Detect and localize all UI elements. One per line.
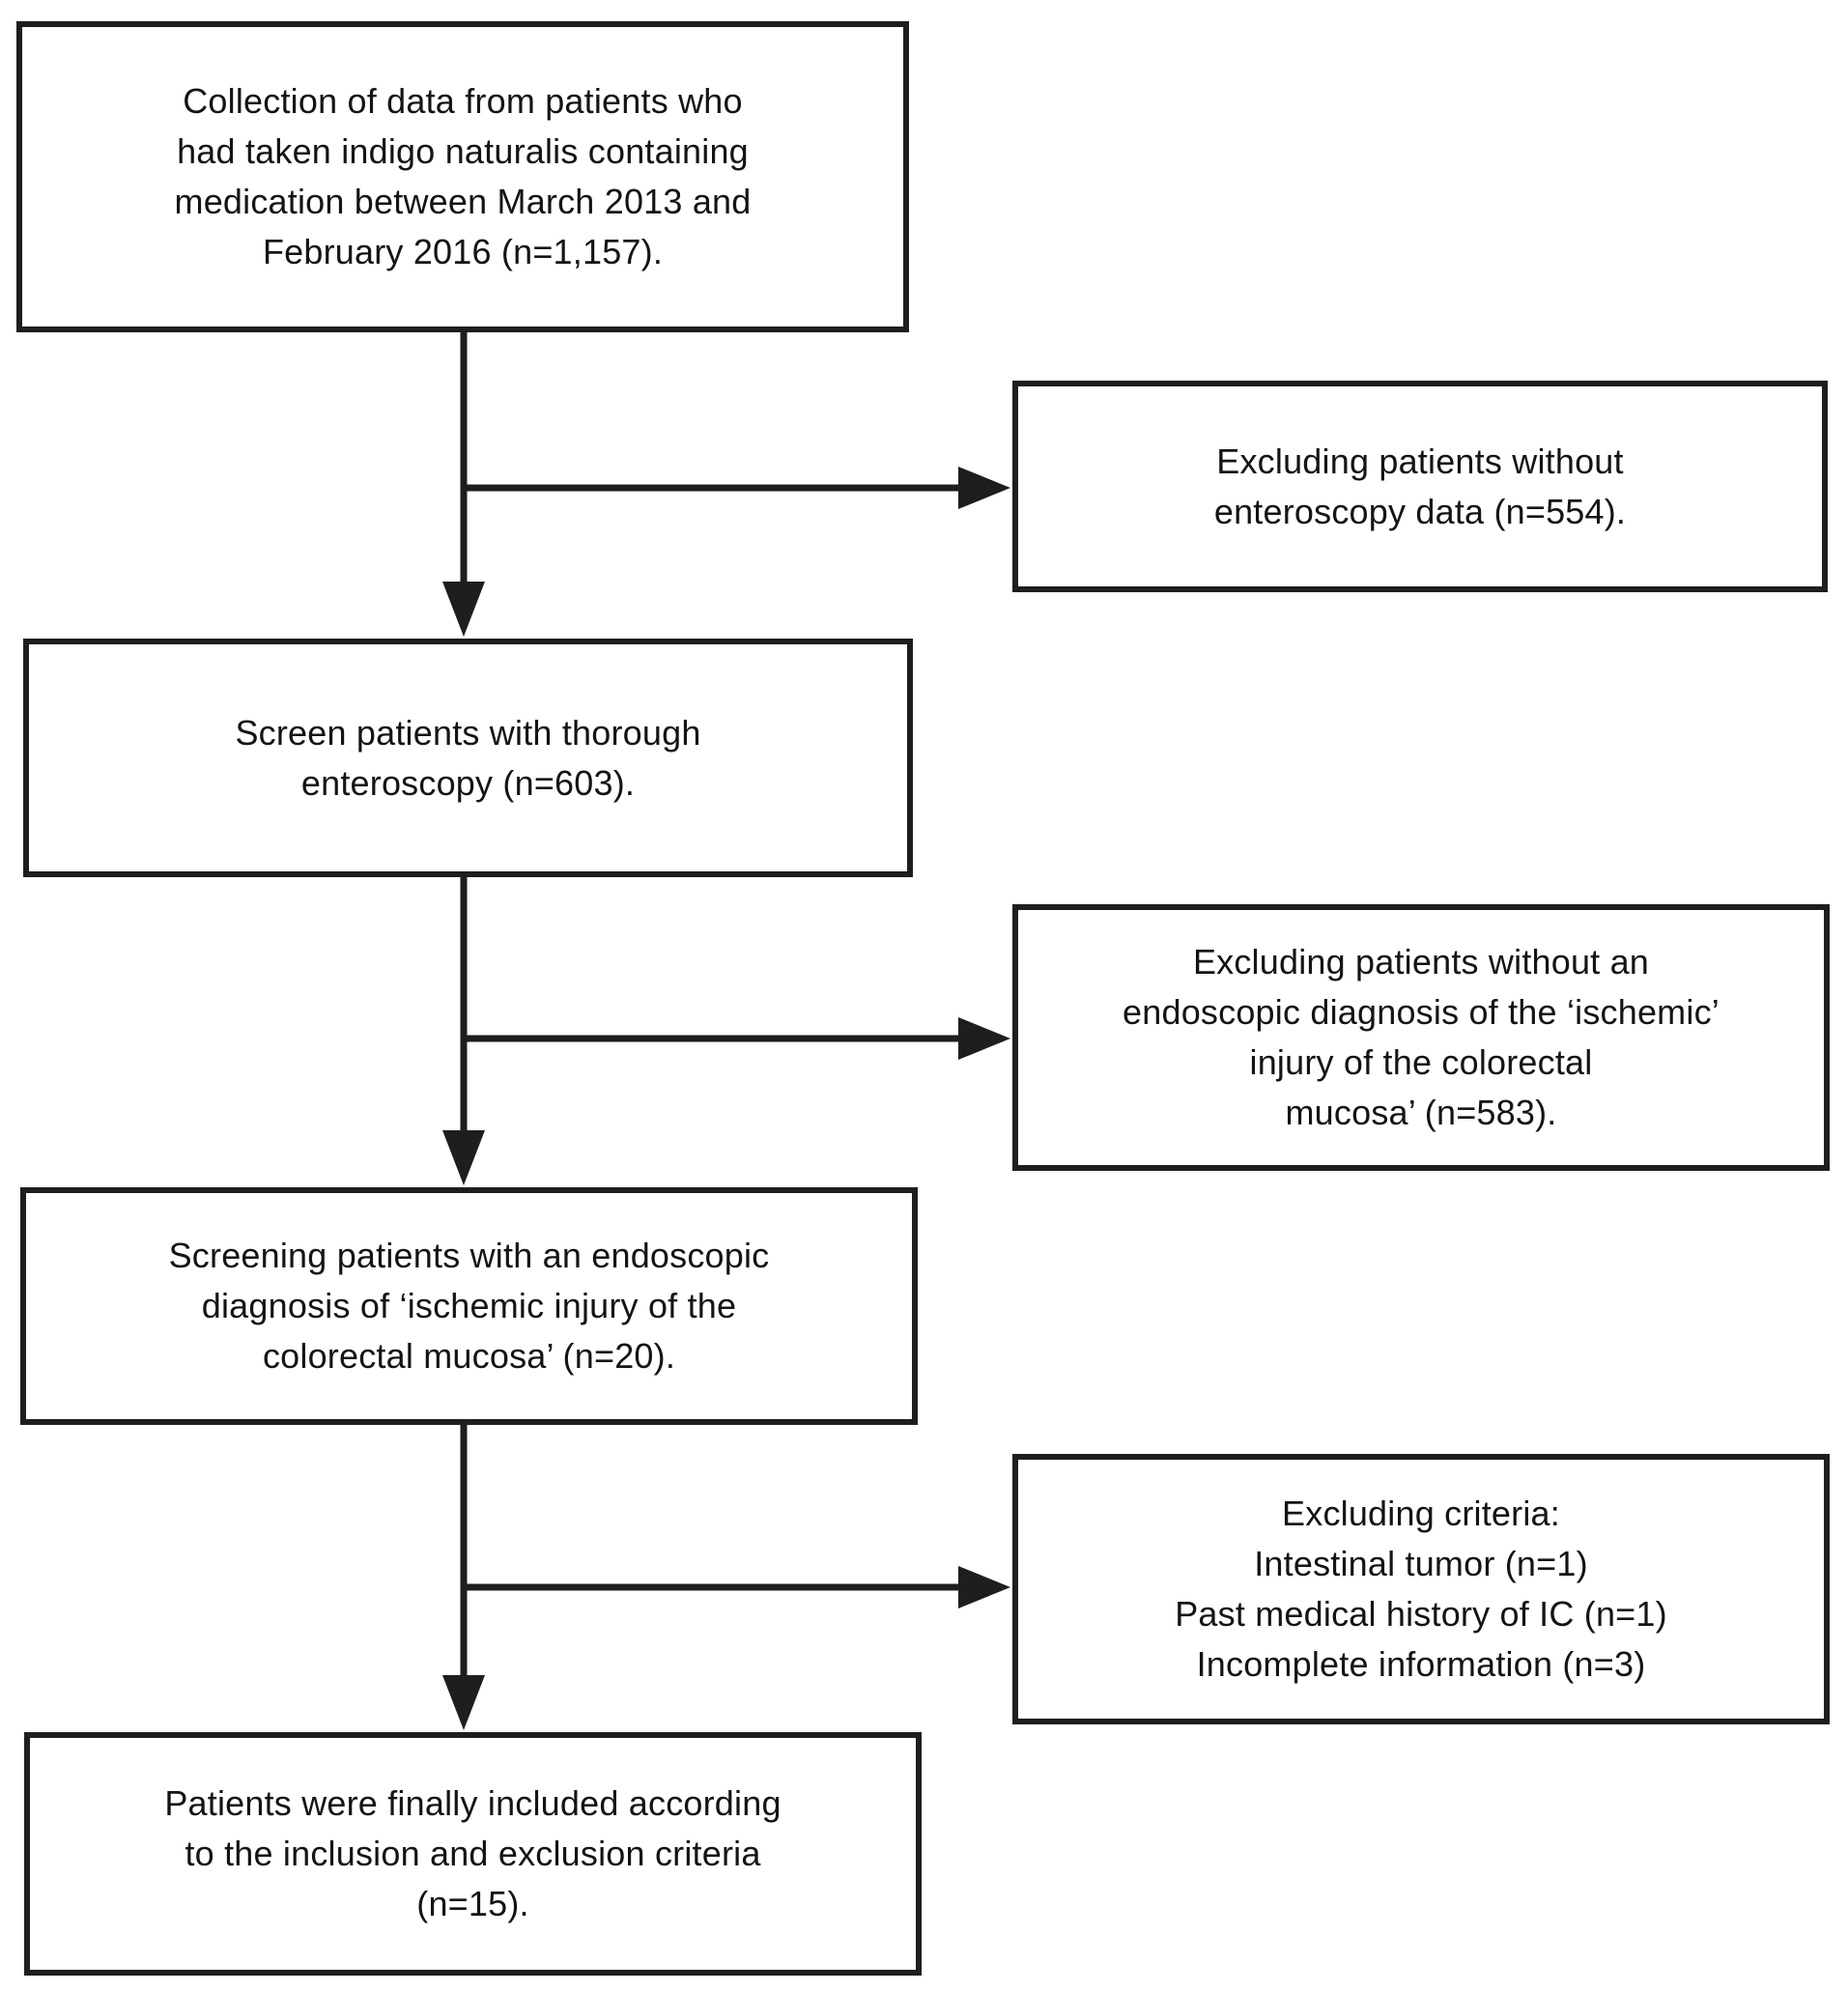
branch-arrow-2 (464, 1017, 1010, 1060)
flow-box-excluded-no-enteroscopy: Excluding patients without enteroscopy d… (1012, 381, 1828, 592)
text-line: to the inclusion and exclusion criteria (185, 1834, 761, 1873)
flow-box-screen-enteroscopy: Screen patients with thorough enteroscop… (23, 639, 913, 877)
down-arrow-2 (442, 875, 485, 1185)
text-line: Excluding criteria: (1282, 1494, 1560, 1533)
text-line: Past medical history of IC (n=1) (1175, 1594, 1667, 1634)
text-line: Patients were finally included according (164, 1783, 782, 1823)
text-line: Screening patients with an endoscopic (168, 1236, 770, 1275)
branch-arrow-1 (464, 467, 1010, 509)
text-line: medication between March 2013 and (174, 182, 752, 221)
text-line: mucosa’ (n=583). (1285, 1093, 1557, 1132)
flow-box-excluded-no-ischemic-diagnosis: Excluding patients without an endoscopic… (1012, 904, 1830, 1171)
text-line: February 2016 (n=1,157). (262, 232, 664, 271)
text-line: Intestinal tumor (n=1) (1254, 1544, 1588, 1583)
text-line: Collection of data from patients who (183, 81, 743, 121)
flow-box-final-inclusion: Patients were finally included according… (24, 1732, 922, 1976)
text-line: (n=15). (416, 1884, 529, 1923)
branch-arrow-3 (464, 1566, 1010, 1608)
down-arrow-3 (442, 1423, 485, 1730)
text-line: enteroscopy (n=603). (300, 762, 636, 803)
text-line: colorectal mucosa’ (n=20). (262, 1336, 676, 1376)
text-line: enteroscopy data (n=554). (1213, 491, 1627, 531)
text-line: Incomplete information (n=3) (1196, 1644, 1646, 1684)
flow-box-excluding-criteria: Excluding criteria: Intestinal tumor (n=… (1012, 1454, 1830, 1724)
text-line: Screen patients with thorough (235, 712, 701, 753)
text-line: Excluding patients without an (1192, 942, 1650, 982)
text-line: endoscopic diagnosis of the ‘ischemic’ (1123, 992, 1720, 1032)
text-line: Excluding patients without (1216, 441, 1624, 481)
flow-box-collection: Collection of data from patients who had… (16, 21, 909, 332)
flow-box-screening-ischemic-diagnosis: Screening patients with an endoscopic di… (20, 1187, 918, 1425)
text-line: had taken indigo naturalis containing (177, 131, 749, 171)
text-line: injury of the colorectal (1249, 1042, 1593, 1082)
text-line: diagnosis of ‘ischemic injury of the (201, 1286, 737, 1325)
down-arrow-1 (442, 332, 485, 637)
